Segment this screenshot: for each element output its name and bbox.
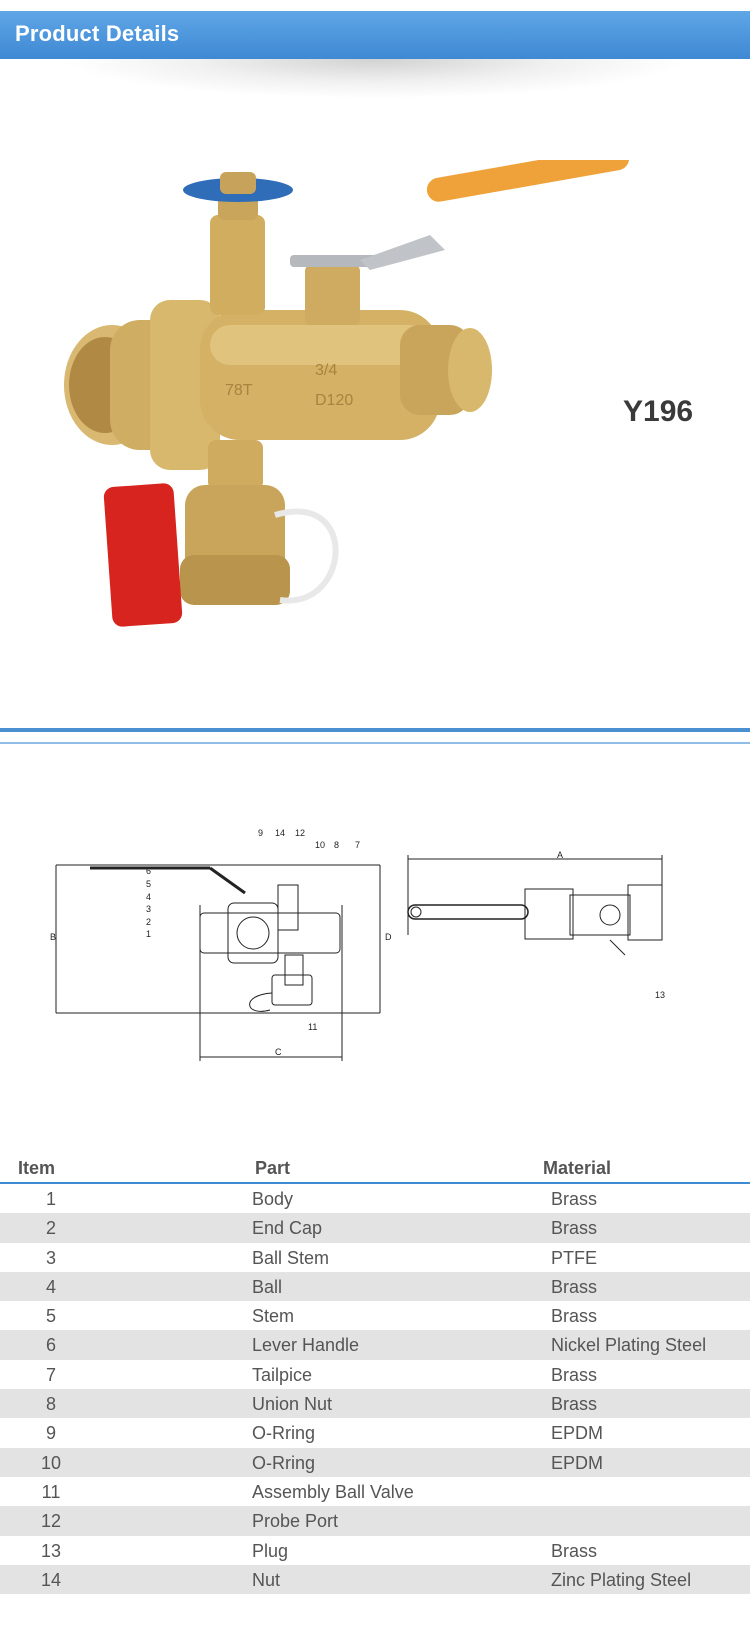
cell-material: EPDM	[551, 1423, 604, 1444]
cell-part: Ball	[252, 1276, 283, 1297]
callout-10: 10	[315, 840, 326, 850]
callout-6: 6	[146, 866, 152, 876]
cell-part: Tailpice	[252, 1364, 313, 1385]
cell-part: Ball Stem	[252, 1247, 330, 1268]
callout-4: 4	[146, 892, 152, 902]
table-row: 2 End Cap Brass	[0, 1213, 750, 1243]
cell-item: 13	[40, 1540, 62, 1561]
cell-item: 3	[45, 1247, 56, 1268]
header-item: Item	[18, 1158, 56, 1178]
callout-11: 11	[308, 1022, 318, 1032]
callout-5: 5	[146, 879, 152, 889]
cell-part: O-Rring	[252, 1423, 316, 1444]
cell-item: 4	[45, 1276, 56, 1297]
header-bar: Product Details	[0, 11, 750, 59]
table-header: Item Part Material	[0, 1154, 750, 1184]
cell-part: O-Rring	[252, 1452, 316, 1473]
table-row: 13 Plug Brass	[0, 1536, 750, 1565]
page-title: Product Details	[15, 21, 180, 46]
cell-item: 6	[45, 1335, 56, 1356]
table-row: 10 O-Rring EPDM	[0, 1447, 750, 1477]
cell-item: 9	[45, 1423, 56, 1444]
callout-9: 9	[258, 828, 264, 838]
cell-part: Stem	[252, 1306, 295, 1327]
cell-material: Brass	[551, 1189, 598, 1209]
section-divider-thin	[0, 742, 750, 744]
table-row: 3 Ball Stem PTFE	[0, 1243, 750, 1272]
table-row: 4 Ball Brass	[0, 1271, 750, 1302]
cell-item: 1	[45, 1189, 56, 1209]
model-label: Y196	[623, 395, 694, 428]
dimension-c: C	[275, 1047, 282, 1057]
cell-item: 2	[45, 1218, 56, 1239]
cell-material: Zinc Plating Steel	[551, 1569, 692, 1590]
callout-14: 14	[275, 828, 286, 838]
table-row: 9 O-Rring EPDM	[0, 1418, 750, 1447]
table-row: 7 Tailpice Brass	[0, 1360, 750, 1389]
cell-item: 12	[40, 1511, 62, 1532]
cell-material: PTFE	[551, 1247, 598, 1268]
callout-2: 2	[146, 917, 152, 927]
callout-12: 12	[295, 828, 306, 838]
technical-drawing	[55, 855, 663, 1061]
dimension-b: B	[50, 932, 57, 942]
table-row: 11 Assembly Ball Valve	[0, 1477, 750, 1506]
cell-material: Nickel Plating Steel	[551, 1335, 707, 1356]
cell-material: Brass	[551, 1540, 598, 1561]
table-row: 6 Lever Handle Nickel Plating Steel	[0, 1330, 750, 1360]
cell-part: Lever Handle	[252, 1335, 360, 1356]
cell-material: Brass	[551, 1276, 598, 1297]
cell-item: 8	[45, 1394, 56, 1415]
callout-13: 13	[655, 990, 666, 1000]
callout-8: 8	[334, 840, 340, 850]
cell-material: Brass	[551, 1218, 598, 1239]
svg-text:78T: 78T	[225, 382, 253, 399]
callout-1: 1	[146, 929, 152, 939]
svg-text:3/4: 3/4	[315, 362, 337, 379]
table-row: 1 Body Brass	[0, 1184, 750, 1213]
dimension-d: D	[385, 932, 392, 942]
header-part: Part	[255, 1158, 291, 1178]
cell-part: Body	[252, 1189, 294, 1209]
table-row: 12 Probe Port	[0, 1506, 750, 1536]
cell-material: Brass	[551, 1306, 598, 1327]
cell-part: Plug	[252, 1540, 289, 1561]
cell-item: 11	[41, 1481, 61, 1502]
cell-part: Nut	[252, 1569, 281, 1590]
cell-item: 7	[45, 1364, 56, 1385]
cell-item: 14	[40, 1569, 62, 1590]
table-row: 5 Stem Brass	[0, 1301, 750, 1330]
cell-item: 10	[40, 1452, 62, 1473]
table-row: 8 Union Nut Brass	[0, 1389, 750, 1419]
cell-part: Assembly Ball Valve	[252, 1481, 414, 1502]
cell-material: Brass	[551, 1364, 598, 1385]
table-row: 14 Nut Zinc Plating Steel	[0, 1564, 750, 1595]
cell-material: EPDM	[551, 1452, 604, 1473]
header-shadow	[60, 59, 690, 99]
product-photo: 3/4 D120 78T	[64, 160, 630, 627]
callout-3: 3	[146, 904, 152, 914]
svg-text:D120: D120	[315, 392, 353, 409]
header-material: Material	[543, 1158, 612, 1178]
cell-item: 5	[45, 1306, 56, 1327]
cell-part: Union Nut	[252, 1394, 333, 1415]
cell-material: Brass	[551, 1394, 598, 1415]
cell-part: End Cap	[252, 1218, 323, 1239]
callout-7: 7	[355, 840, 361, 850]
dimension-a: A	[557, 850, 564, 860]
section-divider	[0, 728, 750, 732]
cell-part: Probe Port	[252, 1511, 339, 1532]
